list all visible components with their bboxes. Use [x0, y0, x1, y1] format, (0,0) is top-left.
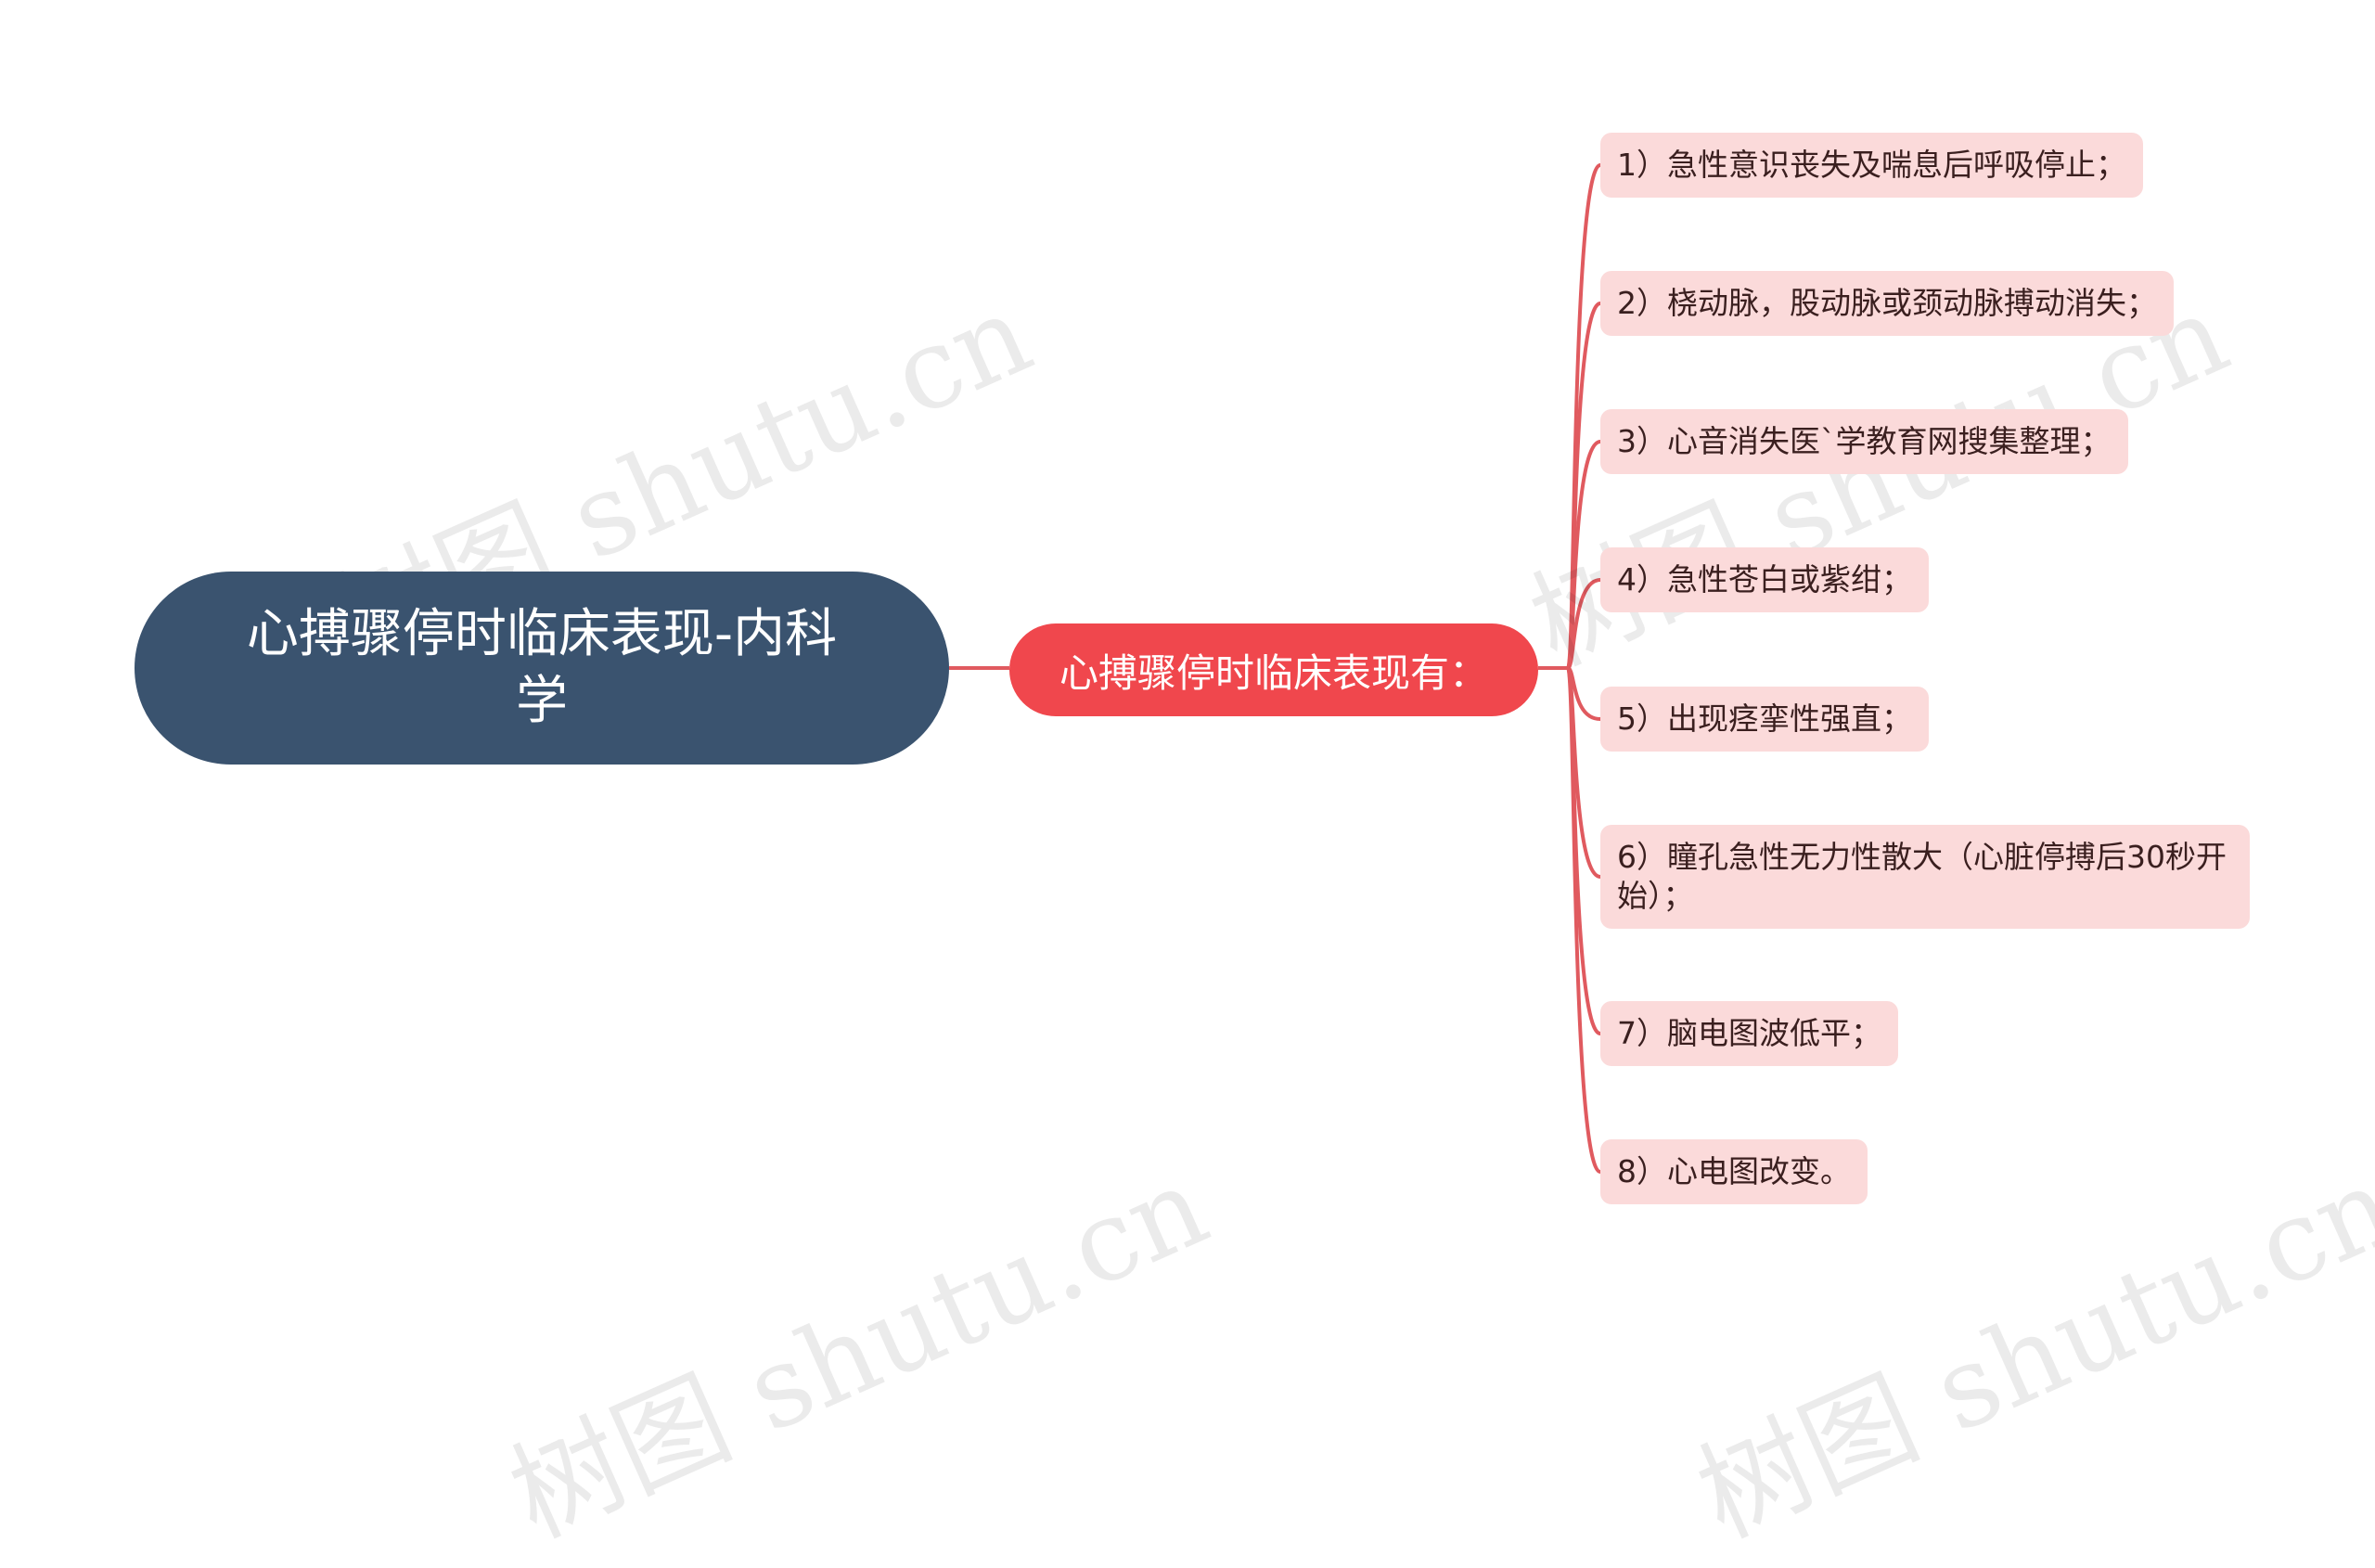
- leaf-label: 8）心电图改变。: [1617, 1153, 1851, 1189]
- branch-topic-label: 心搏骤停时临床表现有：: [1059, 649, 1488, 696]
- leaf-label: 4）急性苍白或紫绀；: [1617, 561, 1912, 598]
- connector-lines: [949, 163, 1602, 1174]
- leaf-label: 6）瞳孔急性无力性散大（心脏停搏后30秒开始）；: [1617, 839, 2227, 914]
- leaf-label: 7）脑电图波低平；: [1617, 1015, 1881, 1051]
- leaf-label: 2）桡动脉，股动脉或颈动脉搏动消失；: [1617, 285, 2157, 321]
- leaf-item-6[interactable]: 6）瞳孔急性无力性散大（心脏停搏后30秒开始）；: [1600, 825, 2250, 929]
- leaf-item-8[interactable]: 8）心电图改变。: [1600, 1139, 1868, 1204]
- leaf-item-3[interactable]: 3）心音消失医`学教育网搜集整理；: [1600, 409, 2128, 474]
- connector-to-item-4: [1566, 578, 1601, 670]
- root-topic[interactable]: 心搏骤停时临床表现-内科学: [135, 572, 949, 765]
- leaf-label: 1）急性意识丧失及喘息后呼吸停止；: [1617, 147, 2126, 183]
- root-topic-label: 心搏骤停时临床表现-内科学: [246, 604, 838, 731]
- leaf-label: 3）心音消失医`学教育网搜集整理；: [1617, 423, 2112, 459]
- leaf-label: 5）出现痉挛性强直；: [1617, 700, 1912, 737]
- leaf-item-2[interactable]: 2）桡动脉，股动脉或颈动脉搏动消失；: [1600, 271, 2174, 336]
- leaf-item-1[interactable]: 1）急性意识丧失及喘息后呼吸停止；: [1600, 133, 2143, 198]
- leaf-item-4[interactable]: 4）急性苍白或紫绀；: [1600, 547, 1929, 612]
- connector-to-item-8: [1566, 666, 1602, 1174]
- mindmap-canvas: 树图 shutu.cn 树图 shutu.cn 树图 shutu.cn 树图 s…: [135, 133, 2375, 1562]
- branch-topic[interactable]: 心搏骤停时临床表现有：: [1009, 623, 1538, 716]
- leaf-item-7[interactable]: 7）脑电图波低平；: [1600, 1001, 1898, 1066]
- leaf-item-5[interactable]: 5）出现痉挛性强直；: [1600, 687, 1929, 752]
- branch-curves: [1566, 163, 1602, 1174]
